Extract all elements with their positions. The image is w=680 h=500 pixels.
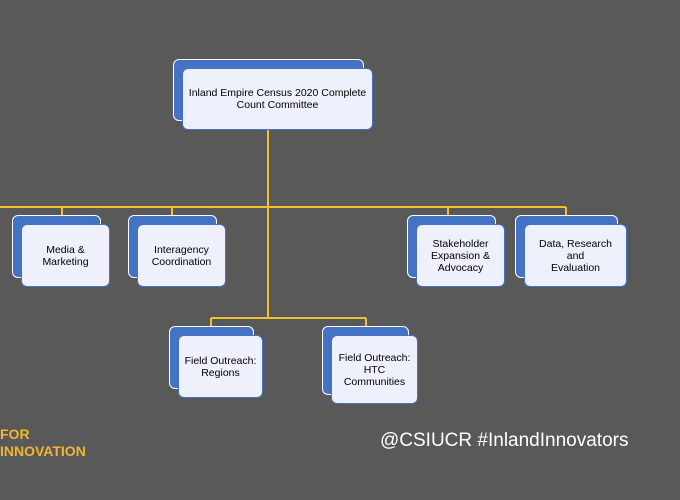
node-field-outreach-regions-label: Field Outreach: Regions <box>184 354 257 379</box>
node-interagency-coordination-front: Interagency Coordination <box>137 224 226 287</box>
node-data-research-front: Data, Research and Evaluation <box>524 224 627 287</box>
node-data-research-label: Data, Research and Evaluation <box>539 237 612 274</box>
node-stakeholder-expansion: Stakeholder Expansion & Advocacy <box>407 215 505 287</box>
node-field-outreach-regions: Field Outreach: Regions <box>169 326 263 398</box>
node-media-marketing-label: Media & Marketing <box>42 243 89 268</box>
node-stakeholder-expansion-label: Stakeholder Expansion & Advocacy <box>431 237 490 274</box>
root-node: Inland Empire Census 2020 Complete Count… <box>173 59 373 130</box>
node-data-research: Data, Research and Evaluation <box>515 215 627 287</box>
node-field-outreach-htc-label: Field Outreach: HTC Communities <box>338 351 411 388</box>
node-field-outreach-htc-front: Field Outreach: HTC Communities <box>331 335 418 404</box>
brand-line-2: INNOVATION <box>0 443 86 459</box>
brand-logo-text: FOR INNOVATION <box>0 426 86 460</box>
node-media-marketing-front: Media & Marketing <box>21 224 110 287</box>
node-media-marketing: Media & Marketing <box>12 215 110 287</box>
brand-line-1: FOR <box>0 426 30 442</box>
root-node-front: Inland Empire Census 2020 Complete Count… <box>182 68 373 130</box>
root-node-label: Inland Empire Census 2020 Complete Count… <box>188 87 367 111</box>
social-hashtag: @CSIUCR #InlandInnovators <box>380 430 629 451</box>
node-interagency-coordination-label: Interagency Coordination <box>151 243 212 268</box>
node-interagency-coordination: Interagency Coordination <box>128 215 226 287</box>
node-field-outreach-htc: Field Outreach: HTC Communities <box>322 326 418 404</box>
node-stakeholder-expansion-front: Stakeholder Expansion & Advocacy <box>416 224 505 287</box>
node-field-outreach-regions-front: Field Outreach: Regions <box>178 335 263 398</box>
